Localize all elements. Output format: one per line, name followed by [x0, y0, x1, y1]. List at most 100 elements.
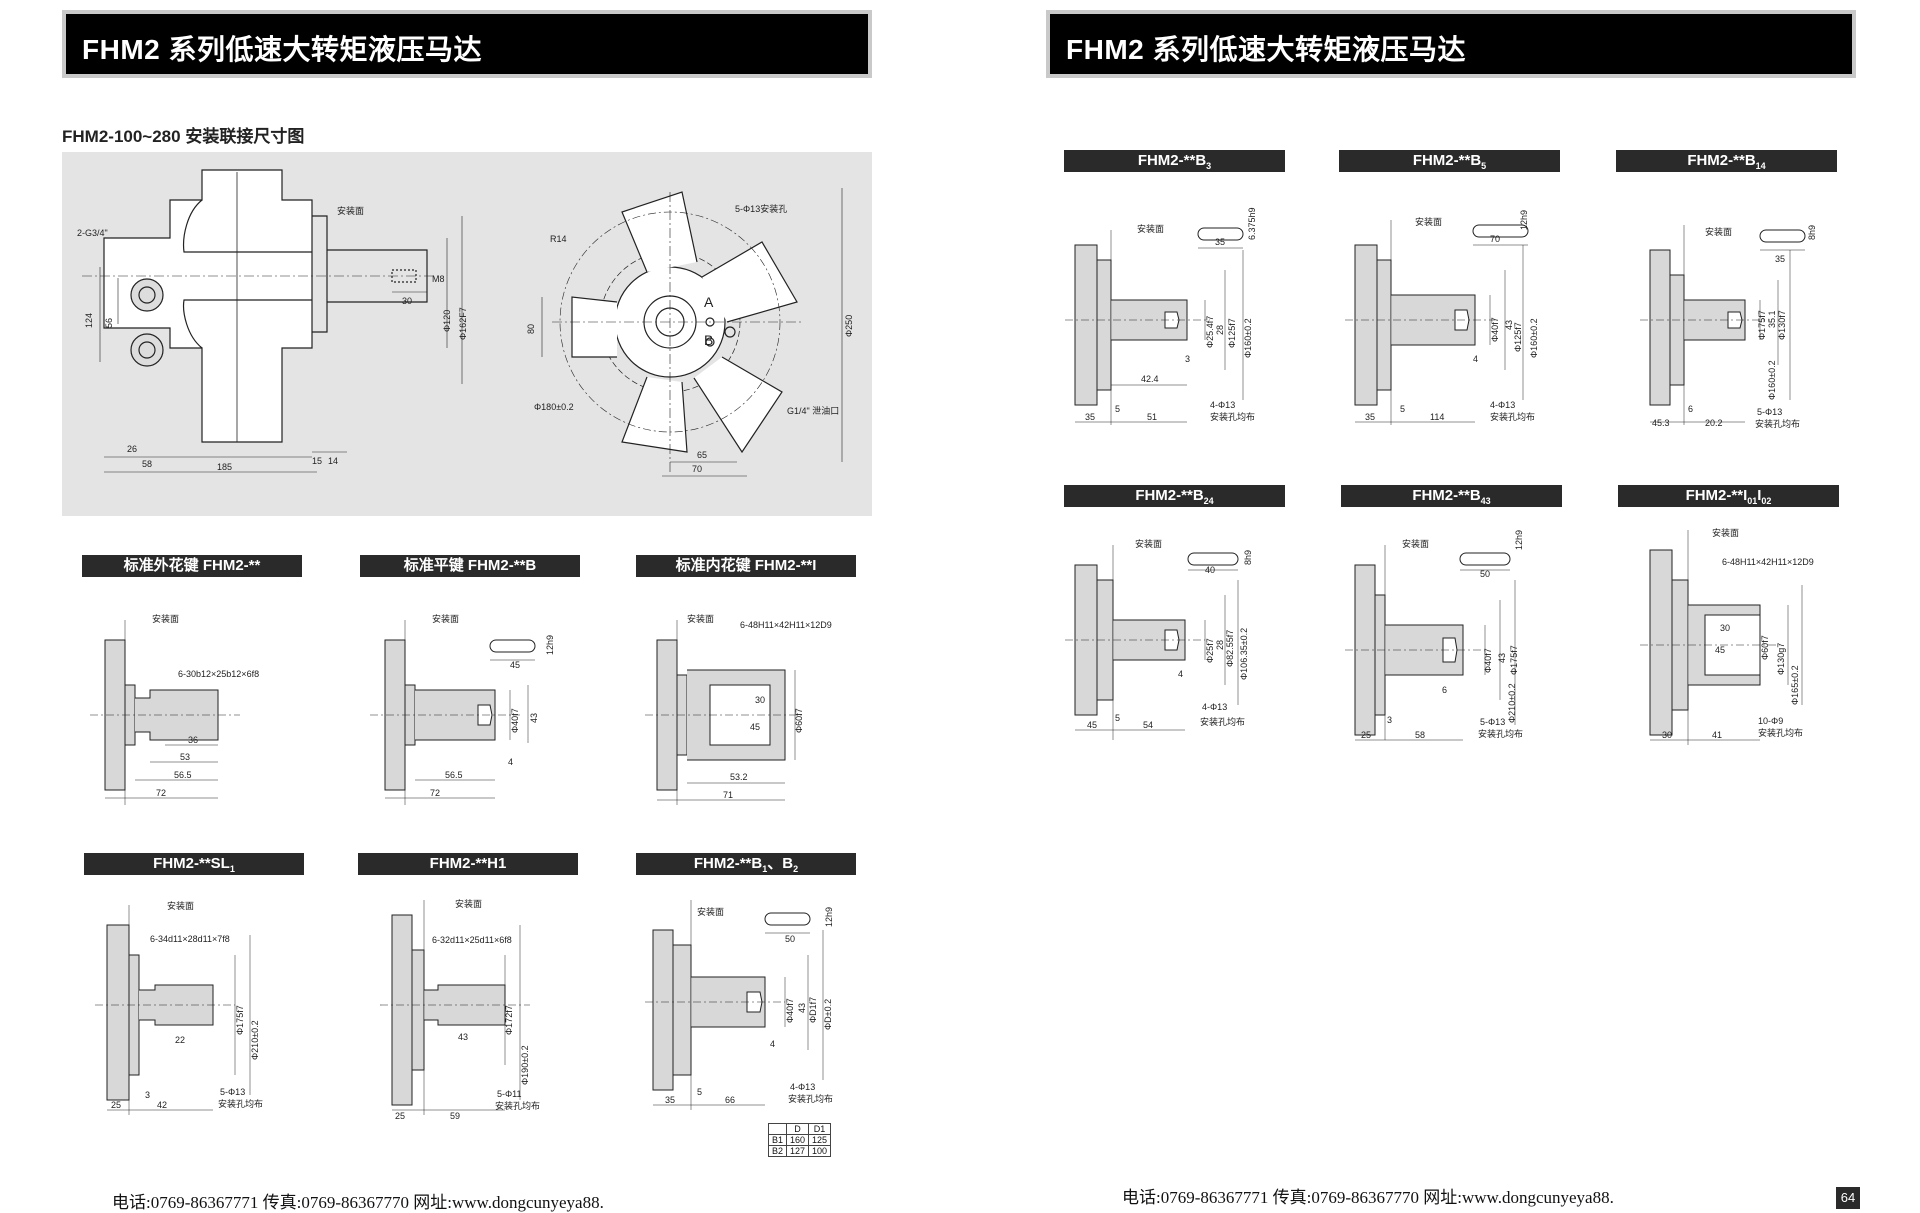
detail-i01-i02: 安装面 6-48H11×42H11×12D9 30 45 Φ60f7 Φ130g…	[1640, 527, 1814, 745]
table-row: B1 160 125	[767, 1134, 832, 1146]
b14-35-1: 35.1	[1767, 310, 1777, 328]
b5-sub: 5	[1481, 161, 1487, 171]
b3-key-width: 6.375h9	[1247, 207, 1257, 240]
b5-dim-5: 5	[1400, 404, 1405, 414]
main-drawing-svg: 安装面 2-G3/4" M8 Φ120 Φ162F7 124 56 30 26 …	[77, 169, 854, 477]
label-b24: FHM2-**B24	[1064, 485, 1285, 507]
label-124: 124	[84, 313, 94, 328]
b5-d40: Φ40f7	[1490, 317, 1500, 342]
detail-internal-spline: 安装面 6-48H11×42H11×12D9 30 45 Φ60f7 53.2 …	[645, 613, 832, 805]
label-holes: 5-Φ13安装孔	[735, 203, 787, 214]
detail-h1: 安装面 6-32d11×25d11×6f8 43 Φ172f7 Φ190±0.2…	[380, 898, 540, 1120]
b5-holes: 4-Φ13	[1490, 400, 1515, 410]
int-30: 30	[755, 695, 765, 705]
b14-d175: Φ175f7	[1757, 310, 1767, 340]
h1-dim-25: 25	[395, 1111, 405, 1120]
b14-key-width: 8h9	[1807, 225, 1817, 240]
sl1-main: FHM2-**SL	[153, 855, 230, 872]
page-number: 64	[1836, 1187, 1860, 1209]
h1-43: 43	[458, 1032, 468, 1042]
label-58: 58	[142, 459, 152, 469]
table-cell: 125	[808, 1134, 832, 1146]
b3-small: 3	[1185, 354, 1190, 364]
i01-holes: 10-Φ9	[1758, 716, 1783, 726]
b1b2-holes2: 安装孔均布	[788, 1093, 833, 1104]
h1-d172: Φ172f7	[504, 1005, 514, 1035]
i01-sub2: 02	[1761, 496, 1772, 506]
i01-holes2: 安装孔均布	[1758, 727, 1803, 738]
ext-mount-label: 安装面	[152, 613, 179, 624]
detail-b24: 安装面 8h9 40 Φ25f7 28 Φ82.55f7 Φ106.35±0.2…	[1065, 538, 1253, 740]
h1-holes2: 安装孔均布	[495, 1100, 540, 1111]
b43-dim-25: 25	[1361, 730, 1371, 740]
b14-mount-label: 安装面	[1705, 226, 1732, 237]
i01-sub: 01	[1747, 496, 1758, 506]
i01-d60: Φ60f7	[1760, 635, 1770, 660]
b5-holes2: 安装孔均布	[1490, 411, 1535, 422]
left-title-banner: FHM2 系列低速大转矩液压马达	[62, 10, 872, 78]
b3-d125: Φ125f7	[1227, 318, 1237, 348]
label-185: 185	[217, 462, 232, 472]
label-d120: Φ120	[442, 310, 452, 332]
label-26: 26	[127, 444, 137, 454]
i01-30: 30	[1720, 623, 1730, 633]
int-dim-53-2: 53.2	[730, 772, 748, 782]
i01-dim-30: 30	[1662, 730, 1672, 740]
b5-d125: Φ125f7	[1513, 322, 1523, 352]
key-43: 43	[529, 713, 539, 723]
left-banner-title: FHM2 系列低速大转矩液压马达	[82, 34, 483, 65]
b14-small: 6	[1688, 404, 1693, 414]
drawing-subtitle: FHM2-100~280 安装联接尺寸图	[62, 127, 305, 146]
i01-dim-41: 41	[1712, 730, 1722, 740]
b43-key-width: 12h9	[1514, 530, 1524, 550]
label-drain: G1/4" 泄油口	[787, 405, 839, 416]
int-45: 45	[750, 722, 760, 732]
b24-d82: Φ82.55f7	[1225, 630, 1235, 667]
b1b2-sub2: 2	[793, 864, 799, 874]
b3-key-length: 35	[1215, 237, 1225, 247]
b5-mount-label: 安装面	[1415, 216, 1442, 227]
int-mount-label: 安装面	[687, 613, 714, 624]
label-65: 65	[697, 450, 707, 460]
ext-dim-53: 53	[180, 752, 190, 762]
b43-mount-label: 安装面	[1402, 538, 1429, 549]
h1-mount-label: 安装面	[455, 898, 482, 909]
b1b2-main: FHM2-**B	[693, 855, 763, 872]
i01-mount-label: 安装面	[1712, 527, 1739, 538]
b5-dim-114: 114	[1430, 412, 1444, 422]
label-h1: FHM2-**H1	[358, 853, 578, 875]
h1-d190: Φ190±0.2	[520, 1045, 530, 1085]
label-d250: Φ250	[844, 315, 854, 337]
b24-dim-45: 45	[1087, 720, 1097, 730]
int-dim-71: 71	[723, 790, 733, 800]
label-70: 70	[692, 464, 702, 474]
label-30: 30	[402, 296, 412, 306]
b24-28: 28	[1215, 640, 1225, 650]
b14-dim-20-2: 20.2	[1705, 418, 1723, 428]
label-mount-face: 安装面	[337, 205, 364, 216]
b1b2-dd1: ΦD1f7	[808, 997, 818, 1023]
label-m8: M8	[432, 274, 445, 284]
b43-sub: 43	[1480, 496, 1491, 506]
ext-dim-56-5: 56.5	[174, 770, 192, 780]
table-cell: 160	[786, 1134, 810, 1146]
label-a: A	[704, 294, 714, 310]
b43-holes2: 安装孔均布	[1478, 728, 1523, 739]
i01-45: 45	[1715, 645, 1725, 655]
b5-key-length: 70	[1490, 234, 1500, 244]
footer-left-contact: 电话:0769-86367771 传真:0769-86367770 网址:www…	[112, 1193, 604, 1212]
label-i01-i02: FHM2-**I01I02	[1618, 485, 1839, 507]
b1b2-mid: 、B	[767, 855, 794, 872]
ext-spec: 6-30b12×25b12×6f8	[178, 669, 259, 679]
label-56: 56	[104, 318, 114, 328]
i01-d130: Φ130g7	[1776, 643, 1786, 675]
key-length: 45	[510, 660, 520, 670]
b24-sub: 24	[1203, 496, 1214, 506]
b5-small: 4	[1473, 354, 1478, 364]
label-std-external-spline: 标准外花键 FHM2-**	[82, 555, 302, 577]
label-b3: FHM2-**B3	[1064, 150, 1285, 172]
b5-main: FHM2-**B	[1412, 152, 1482, 169]
sl1-dim-42: 42	[157, 1100, 167, 1110]
b1b2-holes: 4-Φ13	[790, 1082, 815, 1092]
label-sl1: FHM2-**SL1	[84, 853, 304, 875]
